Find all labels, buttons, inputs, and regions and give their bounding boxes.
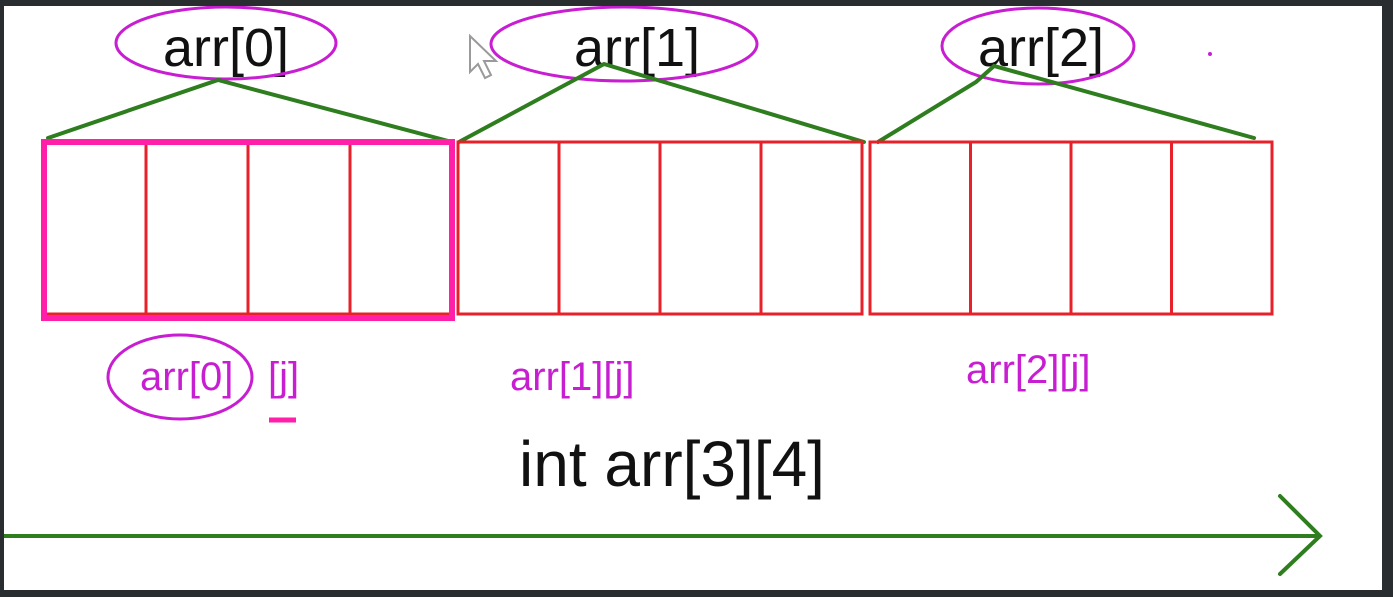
circle-arr1 (489, 6, 759, 83)
cell-row2-col3 (1170, 140, 1274, 316)
array-memory-diagram: arr[0] arr[1] arr[2] arr[0] [j] arr[1][j… (4, 6, 1323, 576)
cell-row1-col0 (456, 140, 561, 316)
declaration-text: int arr[3][4] (519, 428, 825, 500)
memory-arrow (4, 494, 1323, 576)
sublabel-arr1: arr[1][j] (510, 355, 634, 399)
cell-row0-col0 (42, 140, 148, 316)
cell-row0-col2 (246, 140, 352, 316)
sublabel-arr2: arr[2][j] (966, 348, 1090, 392)
sublabel-arr0-row: arr[0] (140, 355, 233, 399)
array-cells (41, 139, 1274, 321)
cell-row1-col1 (557, 140, 662, 316)
cell-row2-col0 (868, 140, 972, 316)
cell-row2-col1 (969, 140, 1073, 316)
circle-arr2 (940, 6, 1136, 86)
circle-sublabel-arr0 (106, 333, 254, 421)
row-label-arr2: arr[2] (978, 18, 1104, 78)
cell-row0-col1 (144, 140, 250, 316)
mouse-cursor-icon (469, 33, 499, 80)
sublabel-arr0-col: [j] (268, 355, 299, 399)
row-label-arr0: arr[0] (163, 18, 289, 78)
cell-row0-col3 (348, 140, 454, 316)
whiteboard-canvas: arr[0] arr[1] arr[2] arr[0] [j] arr[1][j… (4, 6, 1382, 590)
cell-row1-col2 (658, 140, 763, 316)
stray-dot (1208, 52, 1212, 56)
highlight-row0 (41, 139, 455, 321)
cell-row1-col3 (759, 140, 864, 316)
circle-arr0 (114, 6, 338, 81)
cell-row2-col2 (1069, 140, 1173, 316)
connectors (46, 61, 1256, 144)
